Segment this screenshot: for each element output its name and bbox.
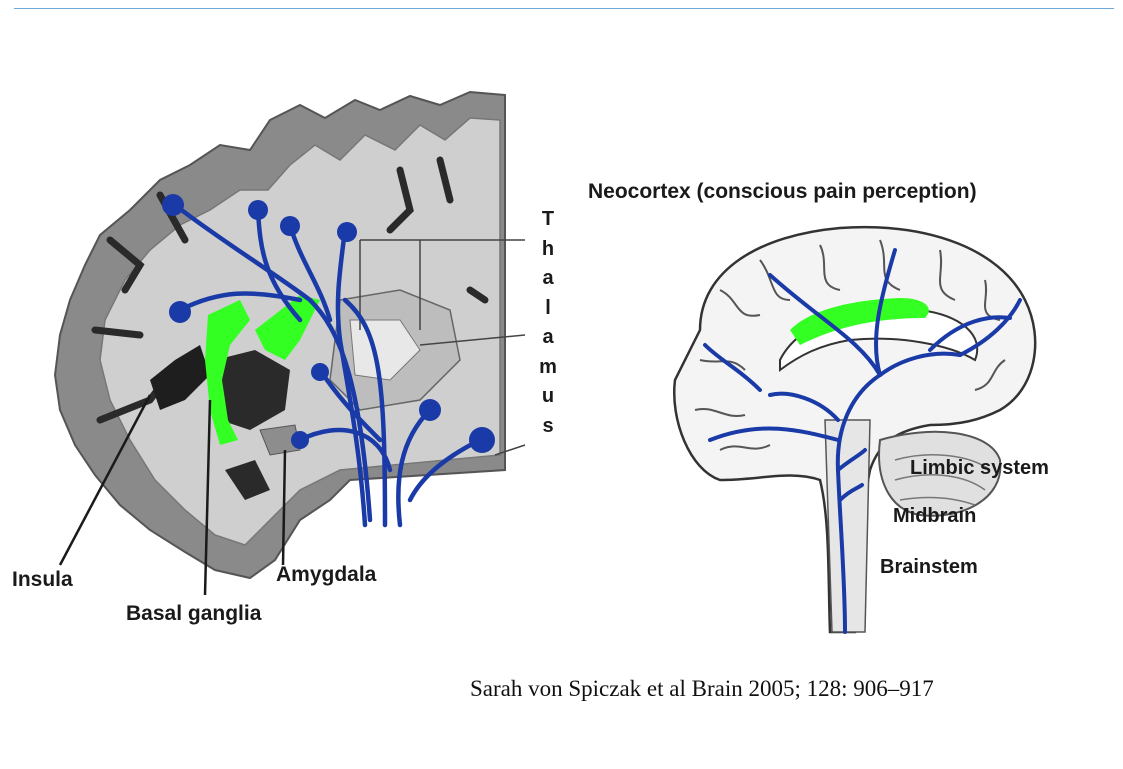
- neocortex-label: Neocortex (conscious pain perception): [588, 180, 977, 204]
- thalamus-letter: m: [538, 353, 558, 383]
- brainstem-label: Brainstem: [880, 556, 978, 579]
- thalamus-letter: s: [538, 412, 558, 442]
- thalamus-letter: T: [538, 205, 558, 235]
- insula-label: Insula: [12, 568, 73, 592]
- thalamus-label: T h a l a m u s: [538, 205, 558, 441]
- thalamus-letter: a: [538, 323, 558, 353]
- thalamus-letter: a: [538, 264, 558, 294]
- citation: Sarah von Spiczak et al Brain 2005; 128:…: [470, 676, 934, 702]
- thalamus-letter: u: [538, 382, 558, 412]
- midbrain-label: Midbrain: [893, 505, 976, 528]
- limbic-system-label: Limbic system: [910, 457, 1049, 480]
- thalamus-letter: h: [538, 235, 558, 265]
- basal-ganglia-label: Basal ganglia: [126, 602, 261, 626]
- amygdala-label: Amygdala: [276, 563, 376, 587]
- thalamus-letter: l: [538, 294, 558, 324]
